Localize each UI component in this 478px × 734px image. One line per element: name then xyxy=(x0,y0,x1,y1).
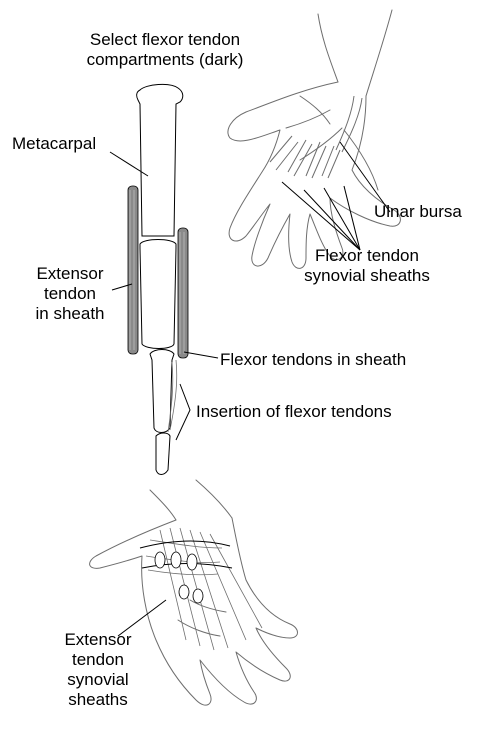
label-extensor-synovial-line3: synovial xyxy=(46,670,150,690)
label-extensor-in-sheath-line3: in sheath xyxy=(22,304,118,324)
label-extensor-in-sheath-line1: Extensor xyxy=(22,264,118,284)
label-extensor-synovial-line4: sheaths xyxy=(46,690,150,710)
label-select-compartments-line1: Select flexor tendon xyxy=(60,30,270,50)
leader-flexor-in-sheath xyxy=(184,352,218,358)
label-select-compartments-line2: compartments (dark) xyxy=(60,50,270,70)
label-extensor-synovial-sheaths: Extensor tendon synovial sheaths xyxy=(46,630,150,710)
label-ulnar-bursa: Ulnar bursa xyxy=(374,202,462,222)
label-extensor-in-sheath: Extensor tendon in sheath xyxy=(22,264,118,324)
label-flexor-synovial-sheaths: Flexor tendon synovial sheaths xyxy=(292,246,442,286)
label-extensor-synovial-line2: tendon xyxy=(46,650,150,670)
label-select-compartments: Select flexor tendon compartments (dark) xyxy=(60,30,270,70)
label-flexor-synovial-line1: Flexor tendon xyxy=(292,246,442,266)
label-flexor-synovial-line2: synovial sheaths xyxy=(292,266,442,286)
extensor-tendon-sheath xyxy=(128,186,138,354)
finger-bones xyxy=(137,84,183,474)
leader-flexor-synovial-4 xyxy=(344,186,360,250)
label-extensor-synovial-line1: Extensor xyxy=(46,630,150,650)
label-metacarpal: Metacarpal xyxy=(12,134,96,154)
label-flexor-tendons-in-sheath: Flexor tendons in sheath xyxy=(220,350,406,370)
leader-insertion xyxy=(176,384,190,440)
label-insertion-flexor-tendons: Insertion of flexor tendons xyxy=(196,402,392,422)
flexor-tendon-sheath xyxy=(178,228,188,358)
label-extensor-in-sheath-line2: tendon xyxy=(22,284,118,304)
leader-flexor-synovial-3 xyxy=(324,188,360,250)
